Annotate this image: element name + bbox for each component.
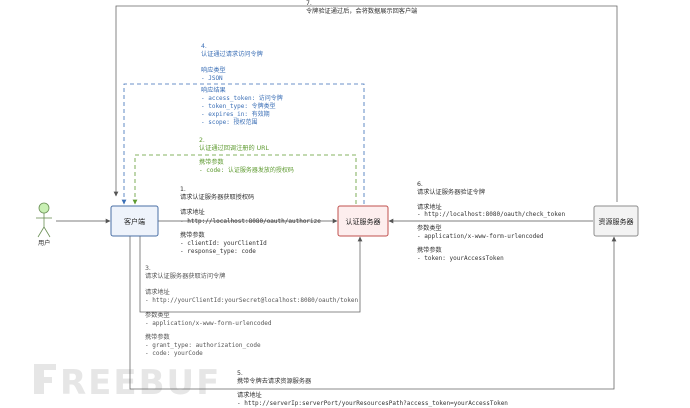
step3-ctype-heading: 参数类型 xyxy=(145,311,170,319)
step6-addr: - http://localhost:8080/oauth/check_toke… xyxy=(417,211,565,218)
step2-num: 2. xyxy=(199,137,205,144)
step6-text: 请求认证服务器验证令牌 xyxy=(417,188,485,196)
client-label: 客户端 xyxy=(124,217,145,226)
step1-addr-heading: 请求地址 xyxy=(180,208,205,216)
step5-text: 携带令牌去请求资源服务器 xyxy=(237,377,312,385)
watermark: REEBUF xyxy=(34,363,221,403)
step1-p1: - clientId: yourClientId xyxy=(180,240,267,247)
step3-p1: - grant_type: authorization_code xyxy=(145,342,261,349)
step3-ctype: - application/x-www-form-urlencoded xyxy=(145,320,272,327)
step5-addr: - http://serverIp:serverPort/yourResourc… xyxy=(237,400,508,407)
step5-arrow xyxy=(129,236,617,390)
step6-p1: - token: yourAccessToken xyxy=(417,255,504,262)
step4-title: 认证通过请求访问令牌 xyxy=(201,50,263,58)
step6-ctype: - application/x-www-form-urlencoded xyxy=(417,233,544,240)
step6-num: 6. xyxy=(417,181,423,188)
step3-arrow xyxy=(139,236,363,313)
step3-addr: - http://yourClientId:yourSecret@localho… xyxy=(145,297,359,304)
step7-arrow xyxy=(113,5,618,202)
step1-num: 1. xyxy=(180,186,186,193)
step3-addr-heading: 请求地址 xyxy=(145,288,170,296)
step1-addr: - http://localhost:8080/oauth/authorize xyxy=(180,218,321,225)
step1-text: 请求认证服务器获取授权码 xyxy=(180,193,254,201)
step4-resp-type: - JSON xyxy=(201,75,223,82)
watermark-text: REEBUF xyxy=(60,363,221,403)
step5-addr-heading: 请求地址 xyxy=(237,391,262,399)
step7-num: 7. xyxy=(306,0,312,7)
step4-resp-heading: 响应结果 xyxy=(201,86,226,94)
client-box[interactable] xyxy=(110,205,159,237)
step6-params-heading: 携带参数 xyxy=(417,246,443,254)
step2-arrow xyxy=(132,154,357,205)
step4-r4: - scope: 授权范围 xyxy=(201,118,258,126)
step5-num: 5. xyxy=(237,370,243,377)
step4-r3: - expires_in: 有效期 xyxy=(201,110,270,118)
step3-p2: - code: yourCode xyxy=(145,350,203,357)
step3-params-heading: 携带参数 xyxy=(145,333,171,341)
step1-p2: - response_type: code xyxy=(180,248,256,255)
step2-p1: - code: 认证服务器发放的授权码 xyxy=(199,166,294,174)
step4-arrow xyxy=(121,83,365,205)
step3-text: 请求认证服务器获取访问令牌 xyxy=(145,272,225,280)
auth-server-label: 认证服务器 xyxy=(346,217,381,226)
auth-server-box[interactable] xyxy=(337,205,389,237)
step6-addr-heading: 请求地址 xyxy=(417,203,442,211)
step1-params-heading: 携带参数 xyxy=(180,231,206,239)
user-actor-icon xyxy=(36,202,52,238)
step4-r2: - token_type: 令牌类型 xyxy=(201,102,276,110)
step7-text: 令牌验证通过后，会将数据展示回客户端 xyxy=(306,7,417,15)
step6-ctype-heading: 参数类型 xyxy=(417,224,442,232)
resource-server-label: 资源服务器 xyxy=(599,217,634,226)
step2-params-heading: 携带参数 xyxy=(199,158,225,166)
step2-text: 认证通过回调注册的 URL xyxy=(199,144,269,152)
step4-resp-type-heading: 响应类型 xyxy=(201,66,226,74)
resource-server-box[interactable] xyxy=(593,205,639,237)
step3-num: 3. xyxy=(145,265,151,272)
step4-r1: - access_token: 访问令牌 xyxy=(201,94,283,102)
step4-num: 4. xyxy=(201,43,207,50)
user-label: 用户 xyxy=(38,239,50,247)
